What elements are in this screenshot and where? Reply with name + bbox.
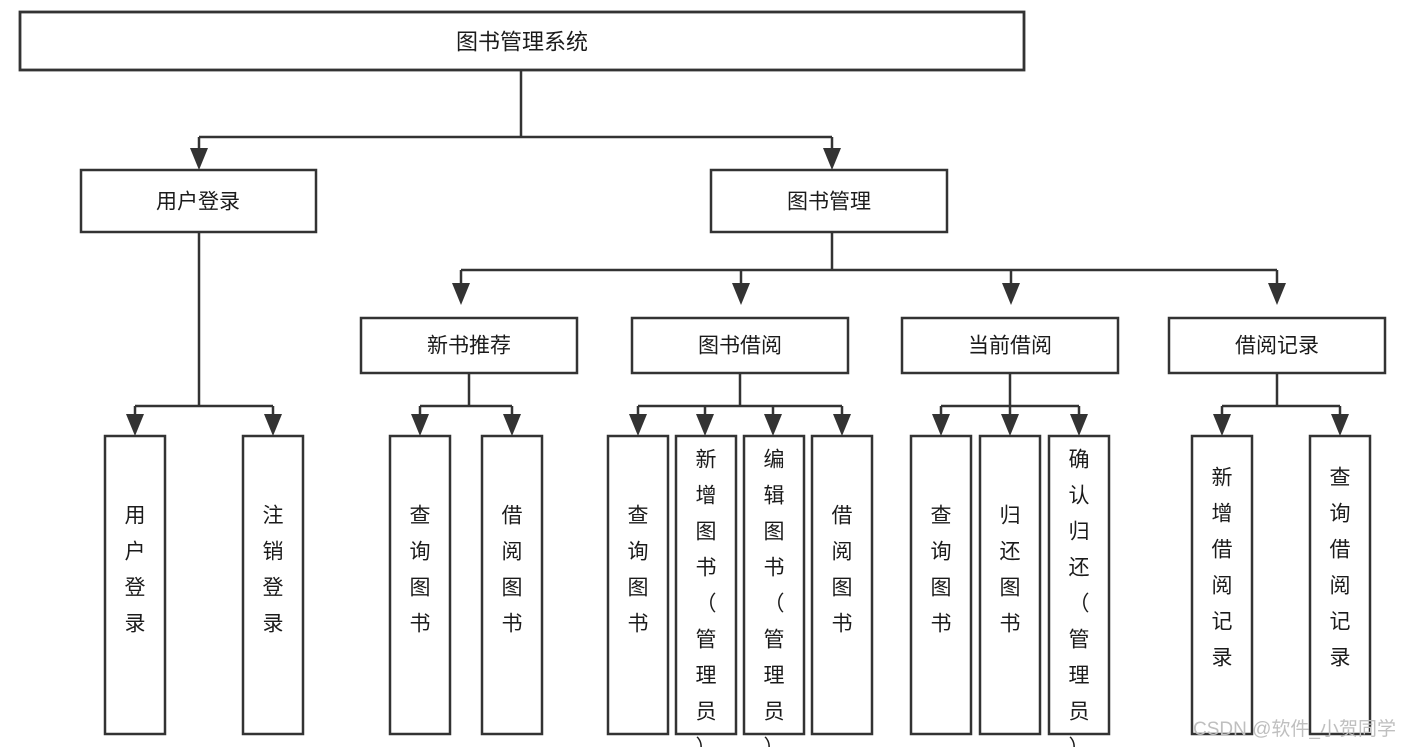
node-leaf-bb-query-book[interactable]: 查询图书: [606, 434, 670, 736]
node-leaf-br-query-record-box[interactable]: [1308, 434, 1372, 736]
node-leaf-br-query-record[interactable]: 查询借阅记录: [1308, 434, 1372, 736]
arrowhead-to-leaf-bb-borrow-book: [833, 414, 851, 436]
node-leaf-user-login[interactable]: 用户登录: [103, 434, 167, 736]
node-borrow-record-label: 借阅记录: [1235, 335, 1319, 358]
node-leaf-bb-borrow-book-box[interactable]: [810, 434, 874, 736]
arrowhead-to-new-book-recommend: [452, 283, 470, 305]
node-leaf-nbr-query-book[interactable]: 查询图书: [388, 434, 452, 736]
connector-current-borrow-to-leaves: [939, 373, 1081, 420]
node-book-borrow[interactable]: 图书借阅: [630, 316, 850, 375]
node-leaf-user-logout[interactable]: 注销登录: [241, 434, 305, 736]
arrowhead-to-current-borrow: [1002, 283, 1020, 305]
node-leaf-cb-return-book-label: 归还图书: [1000, 505, 1021, 636]
node-leaf-cb-confirm-return-label: 确认归还（管理员）: [1069, 449, 1090, 747]
node-leaf-nbr-borrow-book-box[interactable]: [480, 434, 544, 736]
node-leaf-cb-return-book[interactable]: 归还图书: [978, 434, 1042, 736]
node-book-borrow-label: 图书借阅: [698, 335, 782, 358]
arrowhead-to-leaf-nbr-query-book: [411, 414, 429, 436]
arrowhead-to-leaf-br-query-record: [1331, 414, 1349, 436]
node-leaf-bb-edit-book[interactable]: 编辑图书（管理员）: [742, 434, 806, 747]
node-leaf-bb-query-book-box[interactable]: [606, 434, 670, 736]
node-leaf-br-add-record-box[interactable]: [1190, 434, 1254, 736]
arrowhead-to-user-login: [190, 148, 208, 170]
node-book-management[interactable]: 图书管理: [709, 168, 949, 234]
connector-borrow-record-to-leaves: [1220, 373, 1342, 420]
node-leaf-bb-add-book[interactable]: 新增图书（管理员）: [674, 434, 738, 747]
connector-layer: [126, 70, 1349, 436]
arrowhead-to-borrow-record: [1268, 283, 1286, 305]
node-book-management-box[interactable]: [709, 168, 949, 234]
node-leaf-bb-edit-book-box[interactable]: [742, 434, 806, 736]
node-borrow-record[interactable]: 借阅记录: [1167, 316, 1387, 375]
node-leaf-bb-borrow-book-label: 借阅图书: [832, 505, 853, 636]
node-leaf-nbr-query-book-label: 查询图书: [410, 505, 431, 636]
node-user-login-label: 用户登录: [156, 191, 240, 214]
node-leaf-user-login-label: 用户登录: [125, 505, 146, 636]
connector-bookmgmt-to-bus: [459, 232, 1279, 288]
arrowhead-to-leaf-bb-add-book: [696, 414, 714, 436]
node-leaf-bb-edit-book-label: 编辑图书（管理员）: [764, 449, 785, 747]
node-leaf-br-query-record-label: 查询借阅记录: [1330, 467, 1351, 670]
node-leaf-cb-return-book-box[interactable]: [978, 434, 1042, 736]
node-leaf-user-logout-label: 注销登录: [263, 505, 284, 636]
node-root-box[interactable]: [18, 10, 1026, 72]
node-leaf-bb-query-book-label: 查询图书: [628, 505, 649, 636]
node-leaf-nbr-borrow-book-label: 借阅图书: [502, 505, 523, 636]
node-leaf-cb-confirm-return[interactable]: 确认归还（管理员）: [1047, 434, 1111, 747]
connector-root-to-bus: [197, 70, 834, 153]
node-leaf-bb-add-book-label: 新增图书（管理员）: [696, 449, 717, 747]
node-leaf-cb-query-book-label: 查询图书: [931, 505, 952, 636]
node-leaf-cb-query-book[interactable]: 查询图书: [909, 434, 973, 736]
node-leaf-cb-query-book-box[interactable]: [909, 434, 973, 736]
node-leaf-bb-borrow-book[interactable]: 借阅图书: [810, 434, 874, 736]
node-new-book-recommend[interactable]: 新书推荐: [359, 316, 579, 375]
node-current-borrow-box[interactable]: [900, 316, 1120, 375]
node-current-borrow-label: 当前借阅: [968, 335, 1052, 358]
connector-new-book-recommend-to-leaves: [418, 373, 514, 420]
node-new-book-recommend-label: 新书推荐: [427, 335, 511, 358]
arrowhead-to-leaf-user-login: [126, 414, 144, 436]
node-leaf-br-add-record[interactable]: 新增借阅记录: [1190, 434, 1254, 736]
node-leaf-user-login-box[interactable]: [103, 434, 167, 736]
connector-book-borrow-to-leaves: [636, 373, 844, 420]
node-leaf-cb-confirm-return-box[interactable]: [1047, 434, 1111, 736]
arrowhead-to-leaf-cb-query-book: [932, 414, 950, 436]
arrowhead-to-leaf-bb-edit-book: [764, 414, 782, 436]
node-borrow-record-box[interactable]: [1167, 316, 1387, 375]
arrowhead-to-book-management: [823, 148, 841, 170]
node-user-login-box[interactable]: [79, 168, 318, 234]
node-leaf-nbr-borrow-book[interactable]: 借阅图书: [480, 434, 544, 736]
arrowhead-to-leaf-nbr-borrow-book: [503, 414, 521, 436]
node-user-login[interactable]: 用户登录: [79, 168, 318, 234]
node-new-book-recommend-box[interactable]: [359, 316, 579, 375]
node-root-label: 图书管理系统: [456, 30, 588, 55]
csdn-watermark: CSDN @软件_小贺同学: [1193, 718, 1396, 740]
arrowhead-to-leaf-user-logout: [264, 414, 282, 436]
arrowhead-to-leaf-br-add-record: [1213, 414, 1231, 436]
arrowhead-to-leaf-bb-query-book: [629, 414, 647, 436]
arrowhead-to-leaf-cb-return-book: [1001, 414, 1019, 436]
node-root[interactable]: 图书管理系统: [18, 10, 1026, 72]
node-current-borrow[interactable]: 当前借阅: [900, 316, 1120, 375]
node-book-management-label: 图书管理: [787, 191, 871, 214]
node-leaf-nbr-query-book-box[interactable]: [388, 434, 452, 736]
node-leaf-br-add-record-label: 新增借阅记录: [1212, 467, 1233, 670]
arrowhead-to-leaf-cb-confirm-return: [1070, 414, 1088, 436]
node-leaf-user-logout-box[interactable]: [241, 434, 305, 736]
node-book-borrow-box[interactable]: [630, 316, 850, 375]
node-leaf-bb-add-book-box[interactable]: [674, 434, 738, 736]
arrowhead-to-book-borrow: [732, 283, 750, 305]
connector-user-login-to-leaves: [133, 232, 275, 420]
